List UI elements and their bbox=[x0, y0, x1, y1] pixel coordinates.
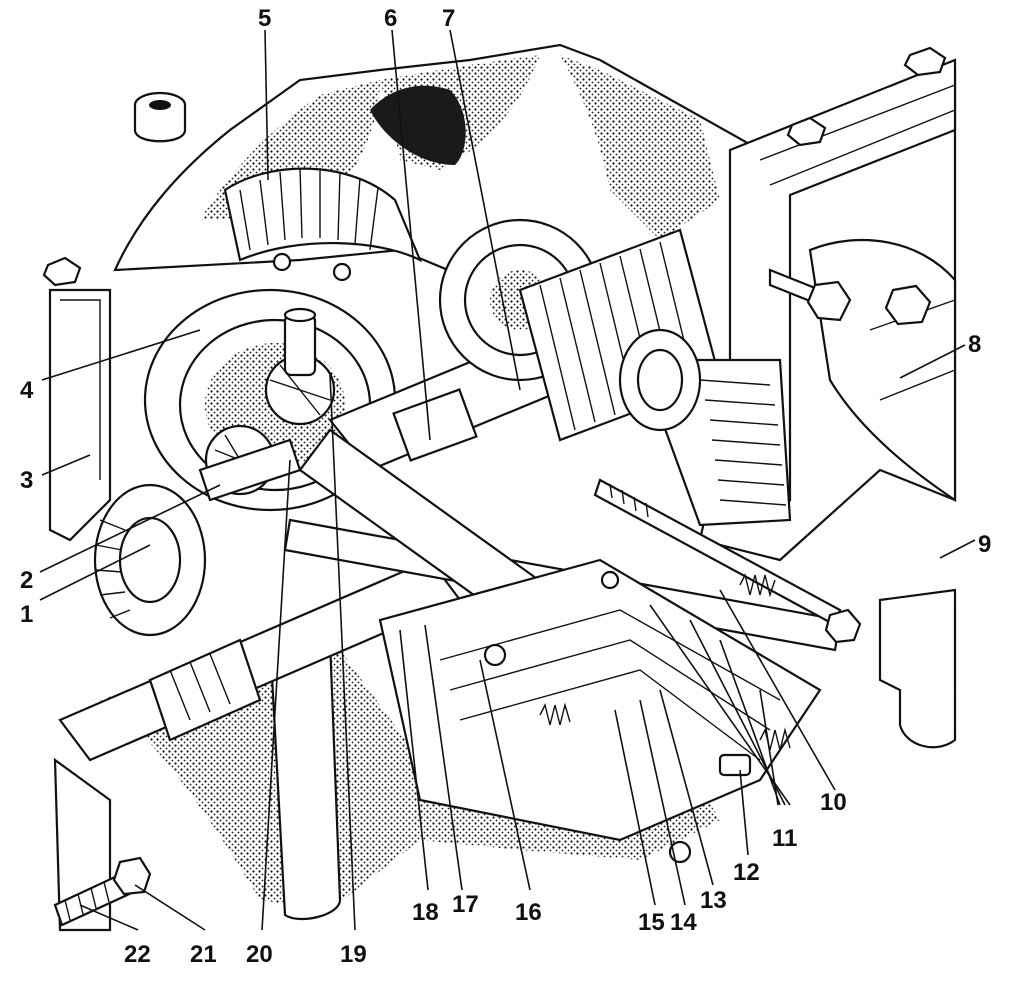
callout-11: 11 bbox=[772, 825, 797, 852]
leader-5 bbox=[264, 29, 269, 181]
callout-5: 5 bbox=[258, 5, 271, 32]
leader-21 bbox=[134, 884, 206, 931]
leader-2 bbox=[39, 484, 221, 573]
leader-20 bbox=[261, 459, 291, 931]
leader-17 bbox=[424, 624, 463, 891]
leader-19 bbox=[329, 374, 356, 931]
callout-3: 3 bbox=[20, 467, 33, 494]
leader-11d bbox=[759, 689, 779, 806]
leader-11a bbox=[649, 604, 791, 806]
shift-mechanism-illustration bbox=[53, 428, 862, 927]
leader-18 bbox=[399, 629, 429, 891]
callout-6: 6 bbox=[384, 5, 397, 32]
callout-18: 18 bbox=[412, 899, 439, 926]
callout-9: 9 bbox=[978, 531, 991, 558]
leader-7 bbox=[449, 29, 521, 391]
callout-21: 21 bbox=[190, 941, 217, 968]
callout-10: 10 bbox=[820, 789, 847, 816]
callout-17: 17 bbox=[452, 891, 479, 918]
leader-lines bbox=[39, 29, 976, 931]
callout-4: 4 bbox=[20, 377, 34, 404]
leader-8 bbox=[899, 344, 966, 379]
leader-12 bbox=[739, 769, 749, 856]
callout-8: 8 bbox=[968, 331, 981, 358]
callout-15: 15 bbox=[638, 909, 665, 936]
leader-3 bbox=[41, 454, 91, 476]
leader-11c bbox=[719, 639, 781, 806]
leader-1 bbox=[39, 544, 151, 601]
callout-20: 20 bbox=[246, 941, 273, 968]
leader-15 bbox=[614, 709, 656, 906]
leader-22 bbox=[79, 904, 139, 931]
leader-9 bbox=[939, 539, 976, 559]
leader-10 bbox=[719, 589, 836, 791]
leader-16 bbox=[479, 659, 531, 891]
leader-14 bbox=[639, 699, 686, 906]
callout-16: 16 bbox=[515, 899, 542, 926]
callout-7: 7 bbox=[442, 5, 455, 32]
leader-4 bbox=[41, 329, 201, 381]
callout-19: 19 bbox=[340, 941, 367, 968]
leader-6 bbox=[391, 29, 431, 441]
callout-12: 12 bbox=[733, 859, 760, 886]
bushing-icon bbox=[133, 91, 187, 143]
callout-labels: 1 2 3 4 5 6 7 8 9 10 11 12 13 14 15 16 1… bbox=[20, 5, 991, 968]
bolt-head-icon bbox=[42, 46, 947, 287]
gear-shaft-illustration bbox=[328, 218, 932, 527]
callout-13: 13 bbox=[700, 887, 727, 914]
callout-2: 2 bbox=[20, 567, 33, 594]
leader-13 bbox=[659, 689, 714, 886]
callout-22: 22 bbox=[124, 941, 151, 968]
callout-14: 14 bbox=[670, 909, 697, 936]
callout-1: 1 bbox=[20, 601, 33, 628]
